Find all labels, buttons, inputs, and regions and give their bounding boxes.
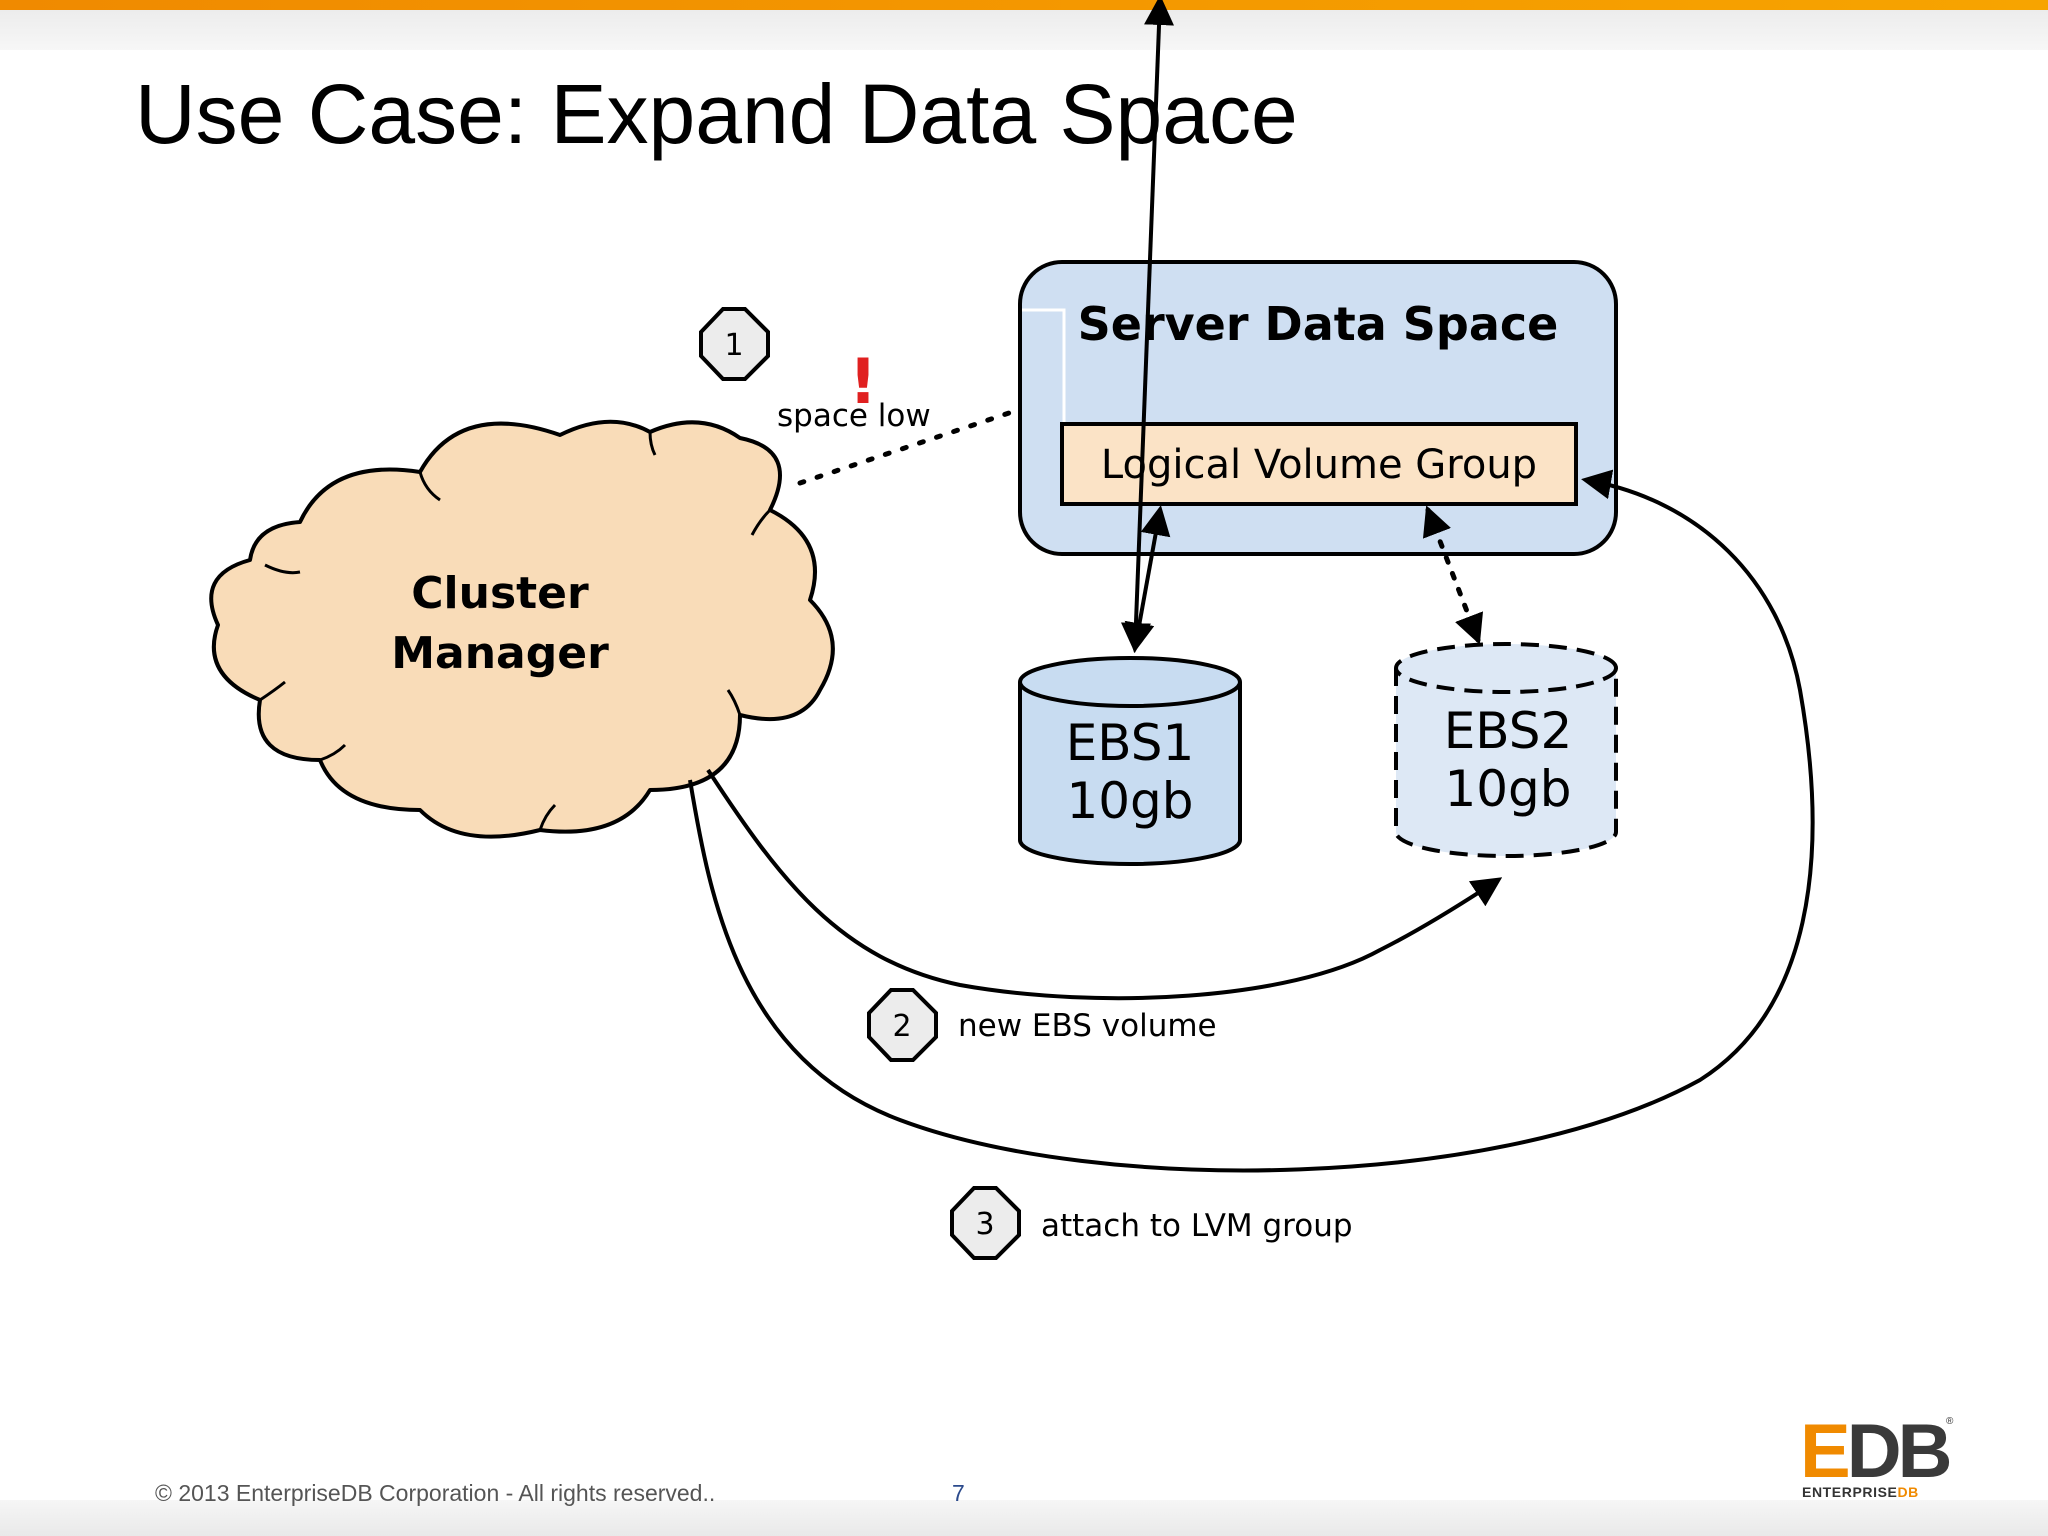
ebs1-label-2: 10gb <box>1066 772 1193 830</box>
cluster-manager-cloud: Cluster Manager <box>209 419 835 839</box>
page-number: 7 <box>952 1480 965 1506</box>
lvg-ebs1-arrow-line <box>1124 505 1171 653</box>
lvg-ebs2-dotted-arrow <box>1422 505 1484 645</box>
bottom-band <box>0 1500 2048 1536</box>
logo-wordmark: ENTERPRISEDB <box>1802 1484 1919 1500</box>
ebs2-disk: EBS2 10gb <box>1394 642 1618 858</box>
ebs1-label-1: EBS1 <box>1066 714 1195 772</box>
step-3: 3 attach to LVM group <box>950 1186 1353 1260</box>
step-1-number: 1 <box>724 328 743 363</box>
step-1-octagon <box>699 307 770 381</box>
ebs2-label-2: 10gb <box>1444 760 1571 818</box>
new-ebs-volume-arrow <box>706 768 1503 1001</box>
step-2-label: new EBS volume <box>958 1008 1217 1044</box>
copyright-footer: © 2013 EnterpriseDB Corporation - All ri… <box>155 1480 716 1506</box>
ebs1-disk: EBS1 10gb <box>1018 656 1242 866</box>
step-2: 2 new EBS volume <box>867 988 1217 1062</box>
space-low-dotted-line <box>797 407 1021 486</box>
step-3-label: attach to LVM group <box>1041 1208 1353 1244</box>
step-3-number: 3 <box>975 1207 994 1242</box>
top-accent-bar <box>0 0 2048 10</box>
step-1-label: space low <box>777 398 931 434</box>
step-3-octagon <box>950 1186 1021 1260</box>
ebs2-label-1: EBS2 <box>1444 702 1573 760</box>
step-2-octagon <box>867 988 938 1062</box>
server-data-space-box: Server Data Space Logical Volume Group <box>1018 260 1618 556</box>
logical-volume-group-label: Logical Volume Group <box>1101 442 1537 488</box>
step-1: 1 space low ! <box>699 307 931 434</box>
step-2-number: 2 <box>892 1009 911 1044</box>
alert-exclamation-icon: ! <box>849 345 877 418</box>
cluster-manager-label-2: Manager <box>391 628 609 679</box>
registered-mark: ® <box>1946 1416 1954 1427</box>
top-band <box>0 10 2048 50</box>
attach-to-lvm-arrow <box>688 469 1815 1173</box>
edb-logo: EDB ® ENTERPRISEDB <box>1800 1409 1954 1504</box>
cluster-manager-label-1: Cluster <box>411 568 589 619</box>
slide-title: Use Case: Expand Data Space <box>135 67 1298 161</box>
logo-letters: EDB <box>1800 1409 1952 1494</box>
